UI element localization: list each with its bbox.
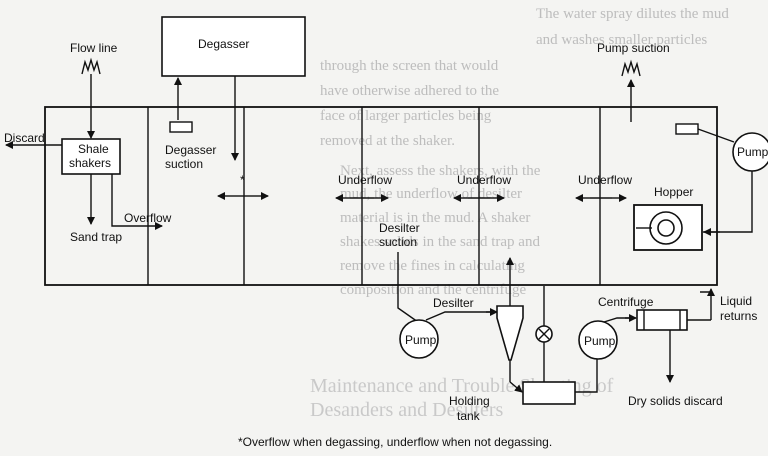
desilter-feed-line bbox=[425, 311, 496, 321]
underflow-label-2: Underflow bbox=[457, 173, 511, 187]
bg-line-11: remove the fines in calculating bbox=[340, 258, 525, 274]
hopper-suction-inlet bbox=[675, 123, 699, 135]
holding-tank-box bbox=[522, 381, 576, 405]
desilter-cone bbox=[496, 305, 524, 361]
bg-line-5: face of larger particles being bbox=[320, 108, 492, 124]
desilter-pump bbox=[399, 319, 439, 359]
bg-line-10: shakes solids in the sand trap and bbox=[340, 234, 540, 250]
shale-shakers-box bbox=[61, 138, 121, 175]
to-holding-tank-arrow bbox=[509, 381, 523, 393]
hopper-label: Hopper bbox=[654, 185, 693, 199]
centrifuge-pump bbox=[578, 320, 618, 360]
pump-suction-break-icon bbox=[621, 59, 641, 77]
underflow-label-1: Underflow bbox=[338, 173, 392, 187]
bg-line-2: and washes smaller particles bbox=[536, 32, 707, 48]
star-label: * bbox=[240, 173, 245, 187]
holding-tank-label-1: Holding bbox=[449, 394, 490, 408]
bg-line-7: Next, assess the shakers, with the bbox=[340, 163, 541, 179]
degasser-suction-label-2: suction bbox=[165, 157, 203, 171]
shale-shakers-label-1: Shale bbox=[78, 142, 109, 156]
overflow-label: Overflow bbox=[124, 211, 172, 225]
flow-line-label: Flow line bbox=[70, 41, 118, 55]
bg-line-9: material is in the mud. A shaker bbox=[340, 210, 530, 226]
desilter-label: Desilter bbox=[433, 296, 474, 310]
pump-suction-label: Pump suction bbox=[597, 41, 670, 55]
holding-tank-label-2: tank bbox=[457, 409, 481, 423]
centrifuge-label: Centrifuge bbox=[598, 295, 654, 309]
liquid-returns-label-2: returns bbox=[720, 309, 757, 323]
flow-line-break-icon bbox=[81, 57, 101, 75]
holding-to-pump-line bbox=[575, 358, 598, 393]
sand-trap-label: Sand trap bbox=[70, 230, 122, 244]
bg-line-4: have otherwise adhered to the bbox=[320, 83, 499, 99]
hopper-inner-ring bbox=[657, 219, 675, 237]
centrifuge-pump-label: Pump bbox=[584, 334, 616, 348]
valve-cross-2 bbox=[538, 328, 550, 340]
hopper-pump-label: Pump bbox=[737, 145, 768, 159]
shale-shakers-label-2: shakers bbox=[69, 156, 111, 170]
liquid-returns-label-1: Liquid bbox=[720, 294, 752, 308]
desilter-suction-label-2: suction bbox=[379, 235, 417, 249]
overflow-path bbox=[111, 174, 132, 227]
degasser-suction-inlet bbox=[169, 121, 193, 133]
bg-line-6: removed at the shaker. bbox=[320, 133, 455, 149]
degasser-label: Degasser bbox=[198, 37, 249, 51]
tank-outline bbox=[44, 106, 718, 286]
footnote: *Overflow when degassing, underflow when… bbox=[238, 435, 552, 449]
desilter-suction-line bbox=[397, 252, 419, 323]
desilter-suction-label-1: Desilter bbox=[379, 221, 420, 235]
degasser-suction-label-1: Degasser bbox=[165, 143, 216, 157]
underflow-label-3: Underflow bbox=[578, 173, 632, 187]
bg-line-12: composition and the centrifuge bbox=[340, 282, 527, 298]
degasser-box bbox=[161, 16, 306, 77]
bg-line-8: mud, the underflow of desilter bbox=[340, 186, 522, 202]
hopper-feed-line bbox=[703, 171, 753, 233]
desilter-pump-label: Pump bbox=[405, 333, 437, 347]
liquid-returns-line bbox=[700, 291, 712, 320]
bg-line-1: The water spray dilutes the mud bbox=[536, 6, 729, 22]
hopper-suction-line bbox=[697, 128, 735, 143]
bg-heading-2: Desanders and Desilters bbox=[310, 399, 503, 421]
dry-solids-discard-label: Dry solids discard bbox=[628, 394, 723, 408]
bg-line-3: through the screen that would bbox=[320, 58, 499, 74]
discard-label: Discard bbox=[4, 131, 45, 145]
